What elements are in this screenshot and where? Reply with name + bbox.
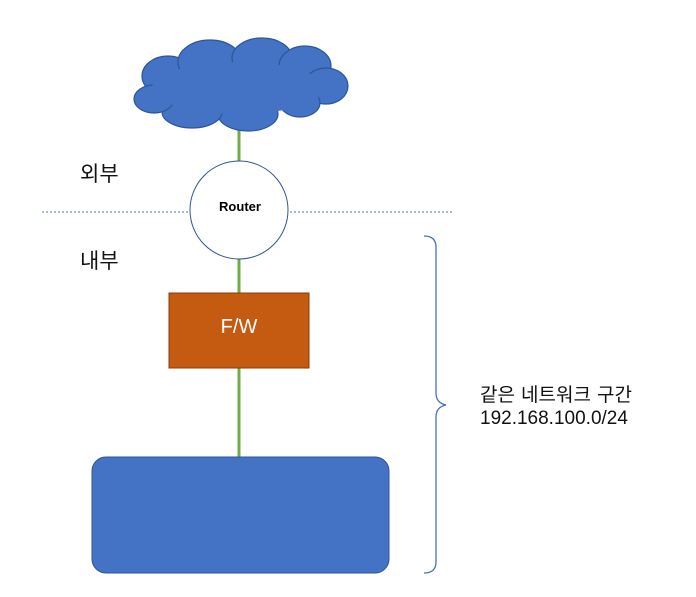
outside-label: 외부: [80, 162, 119, 186]
segment-cidr: 192.168.100.0/24: [480, 408, 628, 429]
router-node: [189, 160, 289, 260]
lan-block: [91, 456, 390, 574]
inside-label: 내부: [80, 249, 119, 273]
firewall-label: F/W: [220, 316, 258, 338]
segment-brace: [423, 235, 447, 574]
firewall-node: [168, 292, 310, 369]
segment-name: 같은 네트워크 구간: [480, 384, 632, 406]
router-label: Router: [219, 199, 261, 214]
internet-cloud: [133, 37, 349, 132]
